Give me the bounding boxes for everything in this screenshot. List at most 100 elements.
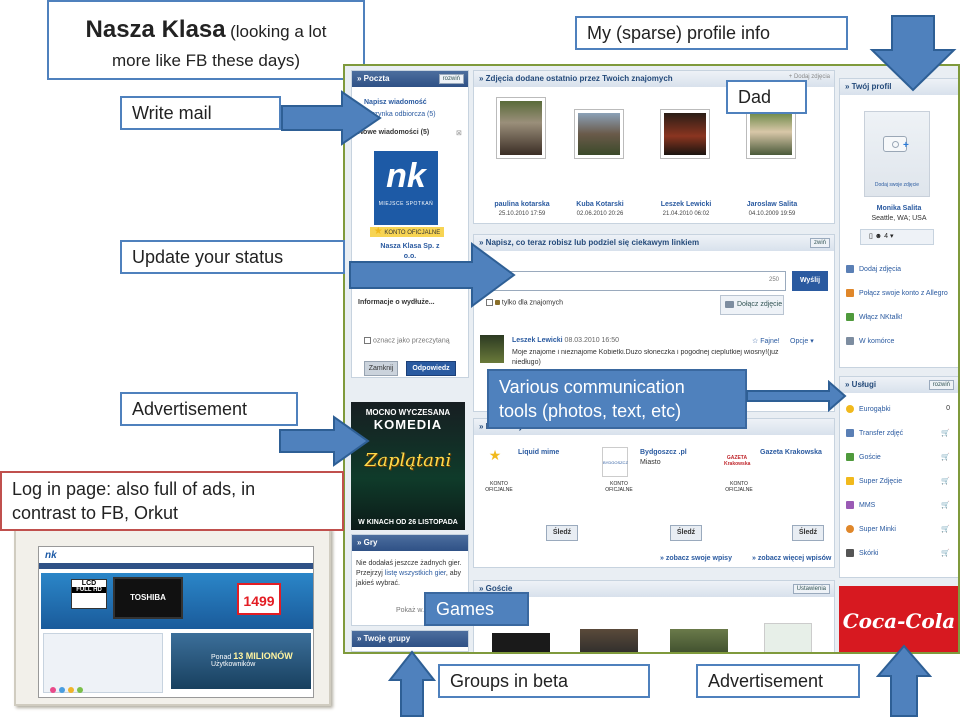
mail-expand-button[interactable]: rozwiń [438, 74, 464, 84]
status-header-icon: » [479, 238, 486, 247]
status-input[interactable]: 250 [482, 271, 786, 291]
service-super-photo[interactable]: Super Zdjęcie [846, 477, 902, 485]
add-photos-link[interactable]: + Dodaj zdjęcia [788, 74, 830, 80]
services-header: » Usługi rozwiń [840, 377, 958, 393]
movie-advertisement[interactable]: MOCNO WYCZESANA KOMEDIA Zaplątani W KINA… [351, 402, 465, 530]
guests-title: Goście [485, 584, 513, 593]
cart-icon[interactable]: 🛒 [941, 502, 950, 509]
profile-name[interactable]: Monika Salita [876, 205, 922, 212]
guests-box: » Goście Ustawienia [473, 580, 835, 652]
friend-photo-3[interactable] [660, 109, 710, 159]
cart-icon[interactable]: 🛒 [941, 478, 950, 485]
nk-logo[interactable]: nk MIEJSCE SPOTKAŃ [374, 151, 438, 225]
menu-mobile[interactable]: W komórce [846, 337, 894, 345]
menu-mobile-label: W komórce [859, 337, 895, 345]
callout-groups-beta: Groups in beta [438, 664, 650, 698]
guest-photo-2[interactable] [580, 629, 638, 652]
post-author[interactable]: Leszek Lewicki [512, 337, 563, 344]
login-side-panel [43, 633, 163, 693]
add-profile-photo-link[interactable]: Dodaj swoje zdjęcie [874, 182, 920, 188]
services-expand-button[interactable]: rozwiń [928, 380, 954, 390]
profile-stats[interactable]: ▯ ☻ 4 ▾ [860, 229, 934, 245]
service-transfer[interactable]: Transfer zdjęć [846, 429, 903, 437]
inbox-link[interactable]: Skrzynka odbiorcza (5) [364, 111, 436, 118]
friend-photo-4[interactable] [746, 109, 796, 159]
games-text-2a: Przejrzyj [356, 570, 385, 577]
service-super-minki[interactable]: Super Minki [846, 525, 896, 533]
new-messages-label: Nowe wiadomości (5) [358, 129, 430, 136]
guests-settings-button[interactable]: Ustawienia [792, 584, 830, 594]
profile-photo-placeholder[interactable]: + Dodaj swoje zdjęcie [864, 111, 930, 197]
post-author-avatar[interactable] [480, 335, 504, 363]
friend-name-1[interactable]: paulina kotarska [494, 201, 550, 208]
close-button[interactable]: Zamknij [364, 361, 398, 376]
close-icon[interactable]: ⊠ [456, 130, 462, 137]
rec-logo-2-text: BYDGOSZCZ [603, 460, 628, 465]
games-text-2c: , aby [445, 570, 462, 577]
rec-logo-1[interactable]: ★ [482, 447, 508, 477]
mark-read-row[interactable]: oznacz jako przeczytaną [364, 337, 450, 344]
login-promo-2: 13 MILIONÓW [233, 651, 293, 661]
rec-name-1[interactable]: Liquid mime [518, 449, 560, 456]
friend-name-2[interactable]: Kuba Kotarski [576, 201, 624, 208]
rec-name-2[interactable]: Bydgoszcz .pl [640, 449, 687, 456]
cart-icon[interactable]: 🛒 [941, 550, 950, 557]
friend-name-3[interactable]: Leszek Lewicki [660, 201, 712, 208]
friend-photo-1[interactable] [496, 97, 546, 159]
dot-pink [50, 687, 56, 693]
service-eurogabki[interactable]: Eurogąbki [846, 405, 891, 413]
follow-button-1[interactable]: Śledź [546, 525, 578, 541]
callout-communication-line2: tools (photos, text, etc) [499, 401, 682, 421]
rec-name-3[interactable]: Gazeta Krakowska [760, 449, 822, 456]
write-message-link[interactable]: Napisz wiadomość [364, 99, 427, 106]
service-skins[interactable]: Skórki [846, 549, 878, 557]
services-header-icon: » [845, 380, 852, 389]
like-button[interactable]: ☆ Fajne! [752, 337, 780, 345]
rec-logo-2[interactable]: BYDGOSZCZ [602, 447, 628, 477]
title-main: Nasza Klasa [85, 16, 226, 43]
friends-only-checkbox[interactable] [486, 299, 493, 306]
camera-icon [883, 136, 907, 152]
friend-name-4[interactable]: Jaroslaw Salita [746, 201, 798, 208]
message-subject[interactable]: Informacje o wydłuże... [358, 299, 435, 306]
profile-header-icon: » [845, 82, 852, 91]
recommended-header-icon: » [479, 422, 486, 431]
mark-read-checkbox[interactable] [364, 337, 371, 344]
follow-button-2[interactable]: Śledź [670, 525, 702, 541]
friend-photo-2[interactable] [574, 109, 624, 159]
service-eurogabki-label: Eurogąbki [859, 405, 891, 413]
guest-photo-4[interactable] [764, 623, 812, 652]
rec-logo-3[interactable]: GAZETA Krakowska [724, 447, 750, 477]
groups-box-header[interactable]: » Twoje grupy [352, 631, 468, 647]
menu-nktalk[interactable]: Włącz NKtalk! [846, 313, 903, 321]
see-posts-link[interactable]: » zobacz swoje wpisy [660, 555, 732, 562]
guest-photo-1[interactable] [492, 633, 550, 652]
post-options[interactable]: Opcje ▾ [790, 337, 814, 345]
menu-add-photos[interactable]: Dodaj zdjęcia [846, 265, 901, 273]
groups-box-title: Twoje grupy [363, 634, 411, 643]
status-collapse-button[interactable]: zwiń [809, 238, 830, 248]
nasza-klasa-screenshot: » Poczta rozwiń Napisz wiadomość Skrzynk… [343, 64, 960, 654]
friends-only-row[interactable]: tylko dla znajomych [486, 299, 563, 306]
sender-name-2[interactable]: o.o. [403, 253, 417, 260]
all-games-link[interactable]: listę wszystkich gier [384, 570, 446, 577]
service-transfer-label: Transfer zdjęć [859, 429, 904, 437]
cart-icon[interactable]: 🛒 [941, 430, 950, 437]
official-account-badge: ★ KONTO OFICJALNE [370, 227, 444, 237]
follow-button-3[interactable]: Śledź [792, 525, 824, 541]
friend-date-1: 25.10.2010 17:59 [498, 211, 546, 217]
reply-button[interactable]: Odpowiedz [406, 361, 456, 376]
guest-photo-3[interactable] [670, 629, 728, 652]
send-status-button[interactable]: Wyślij [792, 271, 828, 291]
service-guests[interactable]: Goście [846, 453, 881, 461]
cart-icon[interactable]: 🛒 [941, 454, 950, 461]
service-mms[interactable]: MMS [846, 501, 875, 509]
sender-name-1[interactable]: Nasza Klasa Sp. z [380, 243, 440, 250]
cart-icon[interactable]: 🛒 [941, 526, 950, 533]
nk-logo-subtext: MIEJSCE SPOTKAŃ [378, 201, 434, 207]
attach-photo-button[interactable]: Dołącz zdjęcie [720, 295, 784, 315]
games-show-more[interactable]: Pokaż w... [396, 607, 428, 614]
coca-cola-advertisement[interactable]: Coca-Cola [839, 586, 958, 652]
see-more-posts-link[interactable]: » zobacz więcej wpisów [752, 555, 832, 562]
menu-allegro[interactable]: Połącz swoje konto z Allegro [846, 289, 948, 297]
